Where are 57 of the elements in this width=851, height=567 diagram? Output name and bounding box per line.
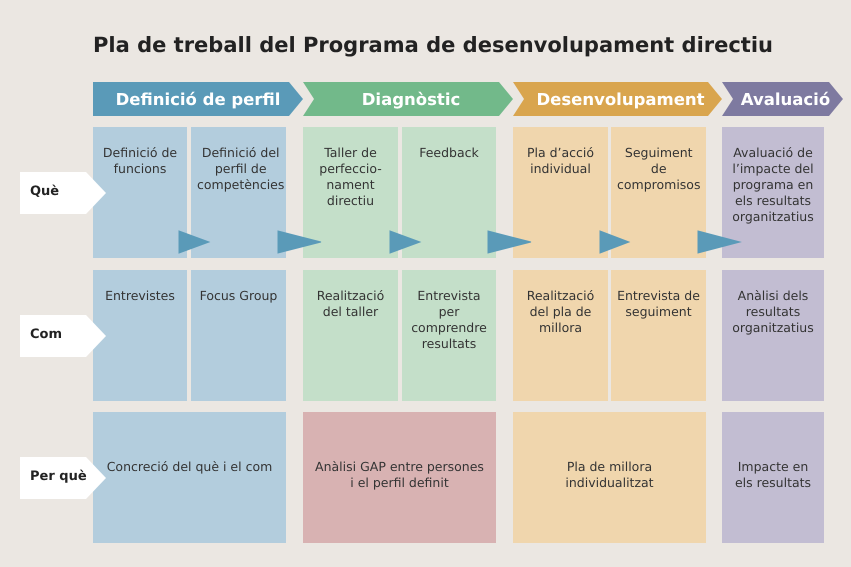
row-label: Com bbox=[30, 326, 62, 342]
arrow bbox=[178, 230, 210, 254]
content-box bbox=[722, 127, 824, 258]
phase-title: Avaluació bbox=[740, 90, 830, 108]
content-box bbox=[513, 127, 608, 258]
box-text: Pla d’acció individual bbox=[526, 145, 596, 177]
content-box bbox=[611, 127, 706, 258]
content-box bbox=[513, 270, 608, 401]
phase-title: Desenvolupament bbox=[536, 90, 705, 108]
box-text: Focus Group bbox=[200, 288, 278, 304]
box-text: Taller de perfeccio- nament directiu bbox=[318, 145, 383, 209]
content-box bbox=[303, 412, 496, 543]
content-box bbox=[303, 270, 398, 401]
phase-header bbox=[722, 82, 843, 116]
content-box bbox=[722, 412, 824, 543]
content-box bbox=[191, 270, 286, 401]
content-box bbox=[611, 270, 706, 401]
phase-header bbox=[93, 82, 303, 116]
row-label-tab bbox=[20, 456, 106, 498]
row-label: Per què bbox=[30, 468, 87, 484]
content-box bbox=[402, 270, 496, 401]
arrow bbox=[488, 230, 532, 254]
box-text: Definició del perfil de competències bbox=[197, 145, 284, 193]
content-box bbox=[402, 127, 496, 258]
arrow bbox=[390, 230, 422, 254]
content-box bbox=[722, 270, 824, 401]
box-text: Entrevistes bbox=[105, 288, 175, 304]
box-text: Definició de funcions bbox=[102, 145, 178, 177]
content-box bbox=[93, 412, 286, 543]
box-text: Realització del pla de millora bbox=[526, 288, 596, 336]
arrow bbox=[698, 230, 742, 254]
content-box bbox=[513, 412, 706, 543]
box-text: Concreció del què i el com bbox=[106, 459, 272, 475]
content-box bbox=[93, 127, 187, 258]
box-text: Avaluació de l’impacte del programa en els resultats organitzatius bbox=[731, 145, 815, 225]
box-text: Entrevista per comprendre resultats bbox=[410, 288, 488, 352]
box-text: Seguiment de compromisos bbox=[617, 145, 700, 193]
row-label: Què bbox=[30, 184, 60, 198]
box-text: Impacte en els resultats bbox=[734, 459, 812, 491]
phase-title: Definició de perfil bbox=[116, 90, 280, 108]
box-text: Entrevista de seguiment bbox=[617, 288, 700, 320]
box-text: Anàlisi GAP entre persones i el perfil definit bbox=[314, 459, 484, 491]
phase-title: Diagnòstic bbox=[362, 90, 460, 108]
box-text: Pla de millora individualitzat bbox=[564, 459, 655, 491]
arrow bbox=[600, 230, 630, 254]
box-text: Realització del taller bbox=[316, 288, 386, 320]
row-label-tab bbox=[20, 172, 106, 214]
row-label-tab bbox=[20, 314, 106, 356]
content-box bbox=[303, 127, 398, 258]
phase-header bbox=[303, 82, 513, 116]
content-box bbox=[93, 270, 187, 401]
content-box bbox=[191, 127, 286, 258]
box-text: Feedback bbox=[419, 145, 479, 161]
phase-header bbox=[513, 82, 722, 116]
box-text: Anàlisi dels resultats organitzatius bbox=[731, 288, 815, 336]
arrow bbox=[278, 230, 322, 254]
diagram-title: Pla de treball del Programa de desenvolupament directiu bbox=[93, 33, 773, 57]
